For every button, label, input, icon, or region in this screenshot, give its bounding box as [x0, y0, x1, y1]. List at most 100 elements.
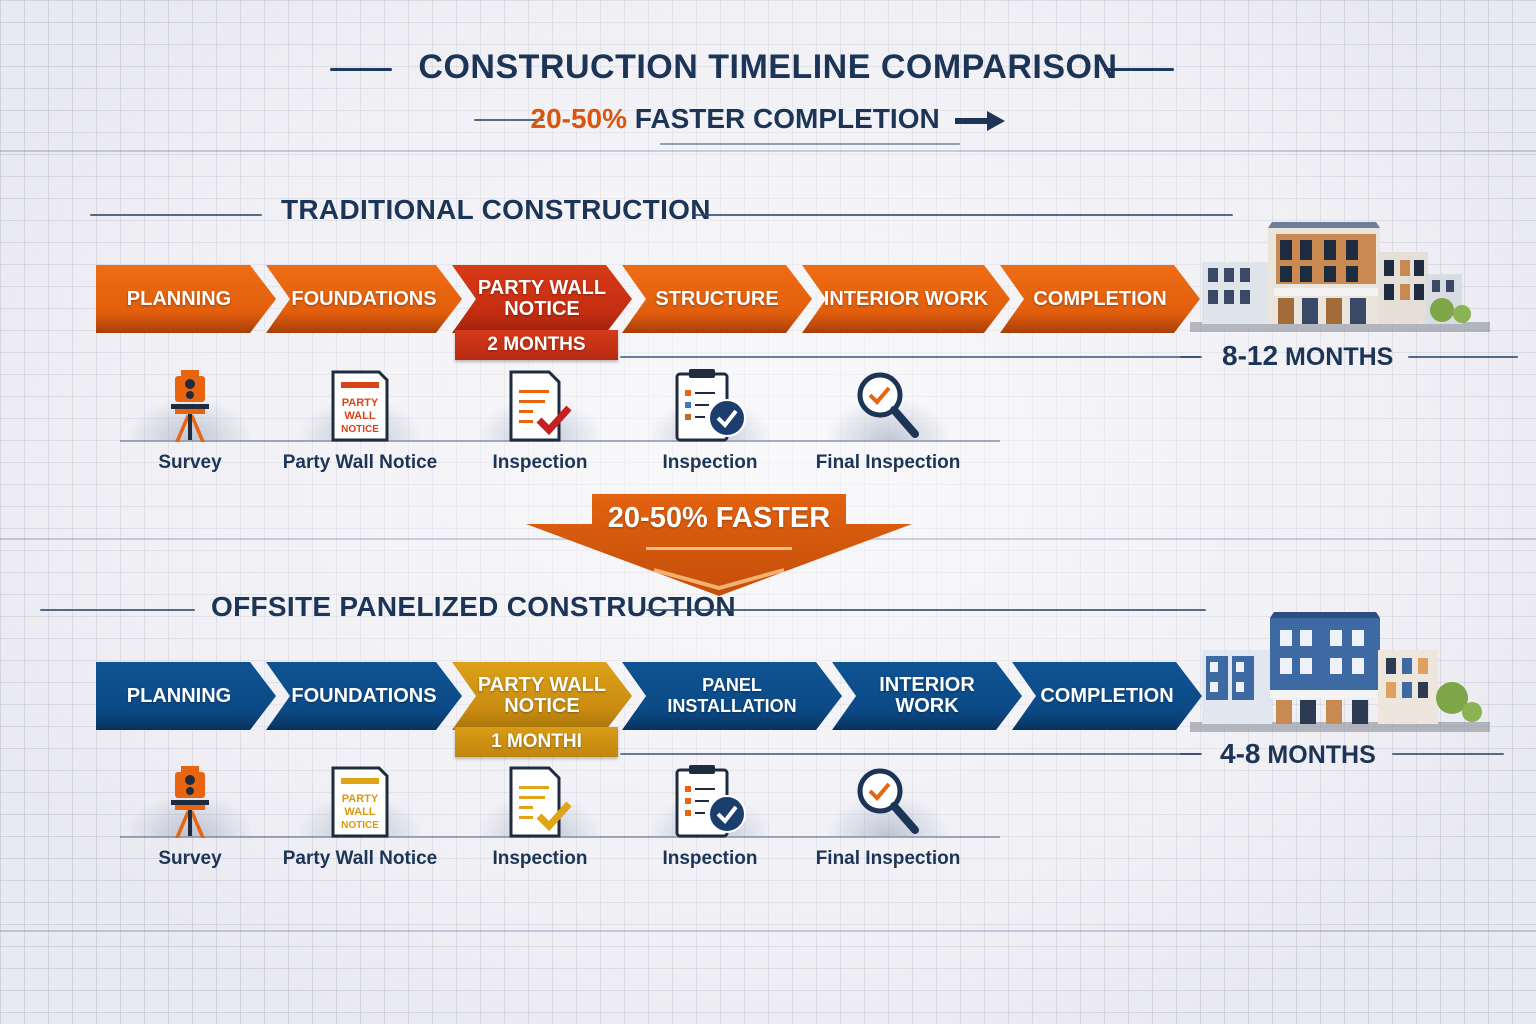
offsite-rule-left	[40, 609, 195, 611]
milestone-final-inspection: Final Inspection	[798, 364, 978, 474]
document-check-icon	[509, 766, 572, 838]
phase-label-line2: NOTICE	[504, 298, 580, 320]
offsite-phase-panel-installation: PANEL INSTALLATION	[622, 662, 842, 730]
traditional-rule-right	[693, 214, 1233, 216]
traditional-phase-completion: COMPLETION	[1000, 265, 1200, 333]
milestone-label: Inspection	[662, 452, 758, 473]
traditional-phase-foundations: FOUNDATIONS	[266, 265, 462, 333]
phase-label: INTERIOR WORK	[823, 287, 989, 310]
traditional-party-wall-duration-badge: 2 MONTHS	[455, 330, 618, 360]
comparison-faster-banner: 20-50% FASTER	[526, 494, 912, 598]
phase-label-line1: PARTY WALL	[477, 674, 607, 696]
arrow-right-icon	[955, 103, 1006, 135]
duration-value: 4-8	[1220, 738, 1261, 769]
milestone-inspection-2: Inspection	[620, 364, 800, 474]
traditional-section-title: TRADITIONAL CONSTRUCTION	[281, 194, 711, 225]
milestone-label: Party Wall Notice	[282, 452, 438, 473]
offsite-building-illustration	[1190, 608, 1490, 733]
page-subtitle: 20-50% FASTER COMPLETION	[0, 103, 1536, 135]
offsite-phase-completion: COMPLETION	[1012, 662, 1202, 730]
phase-label: PANEL INSTALLATION	[667, 675, 797, 716]
milestone-label: Final Inspection	[815, 848, 961, 869]
milestone-label: Survey	[158, 848, 222, 869]
duration-unit: MONTHS	[1267, 741, 1376, 769]
offsite-phase-foundations: FOUNDATIONS	[266, 662, 462, 730]
phase-label: PLANNING	[126, 684, 232, 707]
svg-text:PARTY: PARTY	[342, 397, 379, 409]
footer-divider	[0, 930, 1536, 932]
milestone-survey: Survey	[100, 364, 280, 474]
milestone-label: Party Wall Notice	[282, 848, 438, 869]
milestone-final-inspection: Final Inspection	[798, 760, 978, 870]
faster-banner-label: 20-50% FASTER	[607, 502, 831, 534]
offsite-duration-rule-right	[1392, 753, 1504, 755]
phase-label: COMPLETION	[1040, 684, 1174, 707]
page-title: CONSTRUCTION TIMELINE COMPARISON	[418, 48, 1118, 86]
milestone-label: Final Inspection	[815, 452, 961, 473]
milestone-label: Inspection	[492, 452, 588, 473]
subtitle-text: FASTER COMPLETION	[634, 103, 940, 134]
svg-text:NOTICE: NOTICE	[341, 424, 379, 435]
svg-text:WALL: WALL	[344, 806, 375, 818]
traditional-phase-structure: STRUCTURE	[622, 265, 812, 333]
offsite-total-duration: 4-8 MONTHS	[1220, 738, 1376, 770]
title-rule-left	[330, 68, 392, 71]
subtitle-rule-left	[474, 119, 544, 121]
magnifier-check-icon	[857, 372, 919, 438]
clipboard-checklist-icon	[675, 765, 746, 838]
phase-label: FOUNDATIONS	[291, 287, 437, 310]
surveyor-theodolite-icon	[171, 370, 209, 442]
offsite-rule-right	[646, 609, 1206, 611]
offsite-phase-planning: PLANNING	[96, 662, 276, 730]
traditional-phase-interior-work: INTERIOR WORK	[802, 265, 1010, 333]
party-wall-notice-document-icon: PARTY WALL NOTICE	[331, 370, 389, 442]
title-rule-right	[1104, 68, 1174, 71]
magnifier-check-icon	[857, 768, 919, 834]
document-check-icon	[509, 370, 572, 442]
down-arrow-icon	[526, 494, 912, 596]
milestone-label: Inspection	[492, 848, 588, 869]
milestone-inspection-2: Inspection	[620, 760, 800, 870]
milestone-party-wall-notice: PARTY WALL NOTICE Party Wall Notice	[270, 760, 450, 870]
clipboard-checklist-icon	[675, 369, 746, 442]
svg-text:WALL: WALL	[344, 410, 375, 422]
milestone-label: Inspection	[662, 848, 758, 869]
phase-label: INTERIOR WORK	[879, 674, 975, 717]
duration-value: 8-12	[1222, 340, 1279, 371]
phase-label: STRUCTURE	[655, 287, 779, 310]
traditional-duration-rule-right	[1408, 356, 1518, 358]
phase-label-line2: NOTICE	[504, 695, 580, 717]
offsite-timeline-axis	[620, 753, 1200, 755]
milestone-inspection-1: Inspection	[450, 364, 630, 474]
offsite-section-title: OFFSITE PANELIZED CONSTRUCTION	[211, 591, 736, 622]
offsite-duration-rule-left	[1180, 753, 1202, 755]
phase-label: FOUNDATIONS	[291, 684, 437, 707]
phase-label: PLANNING	[126, 287, 232, 310]
traditional-rule-left	[90, 214, 262, 216]
duration-unit: MONTHS	[1285, 343, 1394, 371]
svg-text:PARTY: PARTY	[342, 793, 379, 805]
traditional-total-duration: 8-12 MONTHS	[1222, 340, 1393, 372]
milestone-party-wall-notice: PARTY WALL NOTICE Party Wall Notice	[270, 364, 450, 474]
subtitle-accent: 20-50%	[530, 103, 628, 134]
traditional-building-illustration	[1190, 210, 1490, 335]
surveyor-theodolite-icon	[171, 766, 209, 838]
offsite-phase-interior-work: INTERIOR WORK	[832, 662, 1022, 730]
phase-label-line1: PARTY WALL	[477, 277, 607, 299]
traditional-duration-rule-left	[1180, 356, 1202, 358]
traditional-phase-planning: PLANNING	[96, 265, 276, 333]
milestone-survey: Survey	[100, 760, 280, 870]
milestone-label: Survey	[158, 452, 222, 473]
traditional-timeline-axis	[620, 356, 1200, 358]
header-divider	[0, 150, 1536, 152]
subtitle-underline	[660, 143, 960, 145]
party-wall-notice-document-icon: PARTY WALL NOTICE	[331, 766, 389, 838]
offsite-party-wall-duration-badge: 1 MONTHI	[455, 727, 618, 757]
phase-label: COMPLETION	[1033, 287, 1167, 310]
milestone-inspection-1: Inspection	[450, 760, 630, 870]
